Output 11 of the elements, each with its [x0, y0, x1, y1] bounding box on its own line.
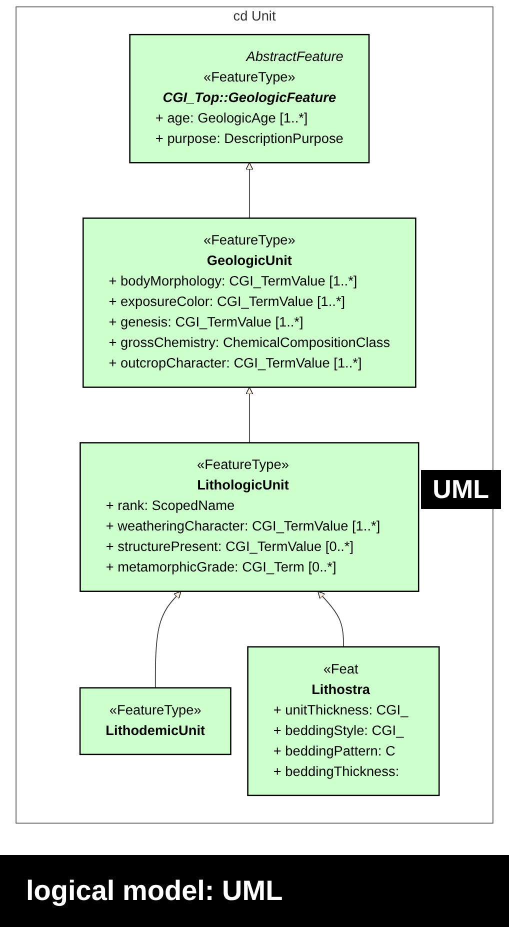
node-box: «FeatureType» GeologicUnit + bodyMorphology: CGI_TermValue [1..*] + exposureColor: CGI_TermValue [1..*] + genesis: CGI_TermValue [1..*] + grossChemistry: ChemicalCompositionClass + outcropCharacter: CGI_TermValue [1..*] [82, 218, 416, 388]
node-box: «Feat Lithostra + unitThickness: CGI_ + beddingStyle: CGI_ + beddingPattern: C + beddingThickness: [247, 646, 440, 796]
caption: logical model: UML [0, 855, 509, 927]
arrow [246, 386, 254, 444]
node-box: «FeatureType» LithologicUnit + rank: ScopedName + weatheringCharacter: CGI_TermValue [1..*] + structurePresent: CGI_TermValue [0..*] + metamorphicGrade: CGI_Term [0..*] [80, 442, 420, 592]
banner-label: UML [420, 470, 501, 509]
node-box: «FeatureType» LithodemicUnit [79, 687, 232, 756]
arrow [318, 591, 344, 648]
arrow [154, 591, 182, 688]
arrow [246, 162, 254, 219]
node-box: AbstractFeature «FeatureType» CGI_Top::GeologicFeature + age: GeologicAge [1..*] + purpose: DescriptionPurpose [129, 34, 370, 164]
